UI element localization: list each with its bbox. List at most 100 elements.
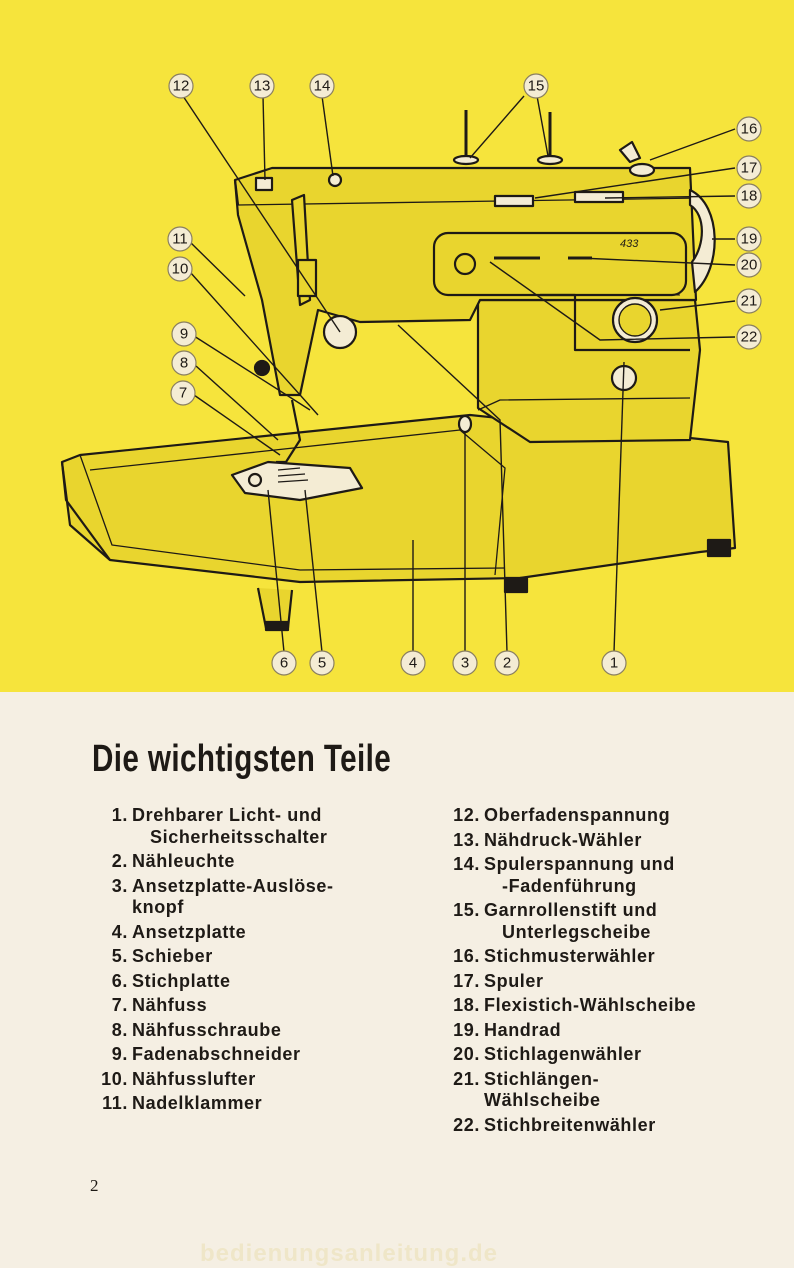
item-number: 9.	[111, 1044, 128, 1064]
list-item: 8.Nähfusschraube	[88, 1020, 418, 1042]
item-number: 1.	[111, 805, 128, 825]
callout-3: 3	[461, 655, 469, 672]
item-number: 3.	[111, 875, 128, 896]
item-number: 21.	[453, 1068, 480, 1089]
item-label: Fadenabschneider	[132, 1044, 301, 1064]
item-number: 17.	[453, 970, 480, 991]
item-label: Nadelklammer	[132, 1093, 263, 1113]
callout-8: 8	[180, 355, 188, 372]
callout-17: 17	[741, 160, 758, 177]
list-item: 20.Stichlagenwähler	[440, 1044, 770, 1066]
item-label: Ansetzplatte-Auslöse-	[132, 875, 334, 896]
sewing-machine-illustration: 433	[0, 0, 794, 692]
item-label: Spuler	[484, 970, 544, 991]
item-number: 6.	[111, 970, 128, 991]
leader-lines	[182, 95, 736, 653]
item-number: 14.	[453, 854, 480, 874]
item-label: Stichplatte	[132, 970, 231, 991]
list-item: 2.Nähleuchte	[88, 851, 418, 873]
item-label: Stichlagenwähler	[484, 1044, 642, 1064]
list-item: 7.Nähfuss	[88, 995, 418, 1017]
item-label-cont: -Fadenführung	[502, 875, 637, 896]
item-label: Stichlängen-	[484, 1068, 600, 1089]
callout-6: 6	[280, 655, 288, 672]
item-label: Nähfuss	[132, 995, 208, 1015]
list-item: 9.Fadenabschneider	[88, 1044, 418, 1066]
item-label: Handrad	[484, 1019, 562, 1040]
handwheel	[688, 188, 716, 294]
callout-numbers: 1 2 3 4 5 6 7 8 9 10 11 12 13 14 15 16 1…	[172, 78, 758, 672]
item-label: Nähleuchte	[132, 851, 236, 871]
callout-9: 9	[180, 326, 188, 343]
list-item: 4.Ansetzplatte	[88, 922, 418, 944]
item-label: Spulerspannung und	[484, 854, 675, 874]
item-number: 7.	[111, 995, 128, 1015]
list-item: 22.Stichbreitenwähler	[440, 1115, 770, 1137]
item-number: 5.	[111, 946, 128, 966]
callout-21: 21	[741, 293, 758, 310]
item-label: Stichbreitenwähler	[484, 1114, 656, 1135]
item-label: Stichmusterwähler	[484, 946, 656, 966]
list-item: 12.Oberfadenspannung	[440, 805, 770, 827]
list-item: 16.Stichmusterwähler	[440, 946, 770, 968]
list-item: 3.Ansetzplatte-Auslöse-knopf	[88, 876, 418, 919]
item-number: 13.	[453, 829, 480, 850]
callout-19: 19	[741, 231, 758, 248]
callout-11: 11	[172, 231, 188, 248]
callout-4: 4	[409, 655, 417, 672]
list-item: 13.Nähdruck-Wähler	[440, 830, 770, 852]
callout-15: 15	[528, 78, 545, 95]
item-label: Nähfusslufter	[132, 1068, 256, 1089]
item-label: Ansetzplatte	[132, 921, 247, 942]
list-item: 5.Schieber	[88, 946, 418, 968]
item-label-cont: Sicherheitsschalter	[150, 826, 328, 847]
callout-14: 14	[314, 78, 331, 95]
list-item: 18.Flexistich-Wählscheibe	[440, 995, 770, 1017]
callout-16: 16	[741, 121, 758, 138]
item-label: Drehbarer Licht- und	[132, 805, 323, 825]
parts-list-right: 12.Oberfadenspannung 13.Nähdruck-Wähler …	[440, 805, 770, 1139]
item-number: 15.	[453, 900, 480, 920]
item-number: 8.	[111, 1019, 128, 1040]
item-number: 19.	[453, 1019, 480, 1040]
item-number: 18.	[453, 995, 480, 1015]
item-number: 2.	[111, 851, 128, 871]
callout-markers	[167, 73, 762, 676]
item-number: 11.	[102, 1093, 128, 1113]
item-number: 10.	[101, 1068, 128, 1089]
list-item: 11.Nadelklammer	[88, 1093, 418, 1115]
item-label: Schieber	[132, 946, 213, 966]
item-label-cont: Wählscheibe	[484, 1090, 601, 1110]
callout-10: 10	[172, 261, 189, 278]
extension-table	[60, 413, 737, 584]
callout-7: 7	[179, 385, 187, 402]
callout-13: 13	[254, 78, 271, 95]
item-label-cont: knopf	[132, 897, 184, 917]
item-label: Oberfadenspannung	[484, 805, 671, 825]
callout-2: 2	[503, 655, 511, 672]
list-item: 6.Stichplatte	[88, 971, 418, 993]
machine-column	[476, 298, 702, 444]
callout-12: 12	[173, 78, 190, 95]
model-label: 433	[620, 238, 639, 250]
item-number: 4.	[111, 921, 128, 942]
item-number: 16.	[453, 946, 480, 966]
list-item: 19.Handrad	[440, 1020, 770, 1042]
item-label: Nähdruck-Wähler	[484, 829, 643, 850]
page-number: 2	[90, 1176, 99, 1195]
watermark: bedienungsanleitung.de	[200, 1240, 499, 1267]
page-title: Die wichtigsten Teile	[92, 738, 392, 780]
callout-5: 5	[318, 655, 326, 672]
item-number: 12.	[453, 805, 480, 825]
item-label: Garnrollenstift und	[484, 900, 658, 920]
item-label: Flexistich-Wählscheibe	[484, 995, 697, 1015]
list-item: 17.Spuler	[440, 971, 770, 993]
list-item: 14.Spulerspannung und-Fadenführung	[440, 854, 770, 897]
item-label: Nähfusschraube	[132, 1019, 282, 1040]
item-label-cont: Unterlegscheibe	[502, 921, 652, 942]
item-number: 20.	[453, 1044, 480, 1064]
item-number: 22.	[453, 1114, 480, 1135]
